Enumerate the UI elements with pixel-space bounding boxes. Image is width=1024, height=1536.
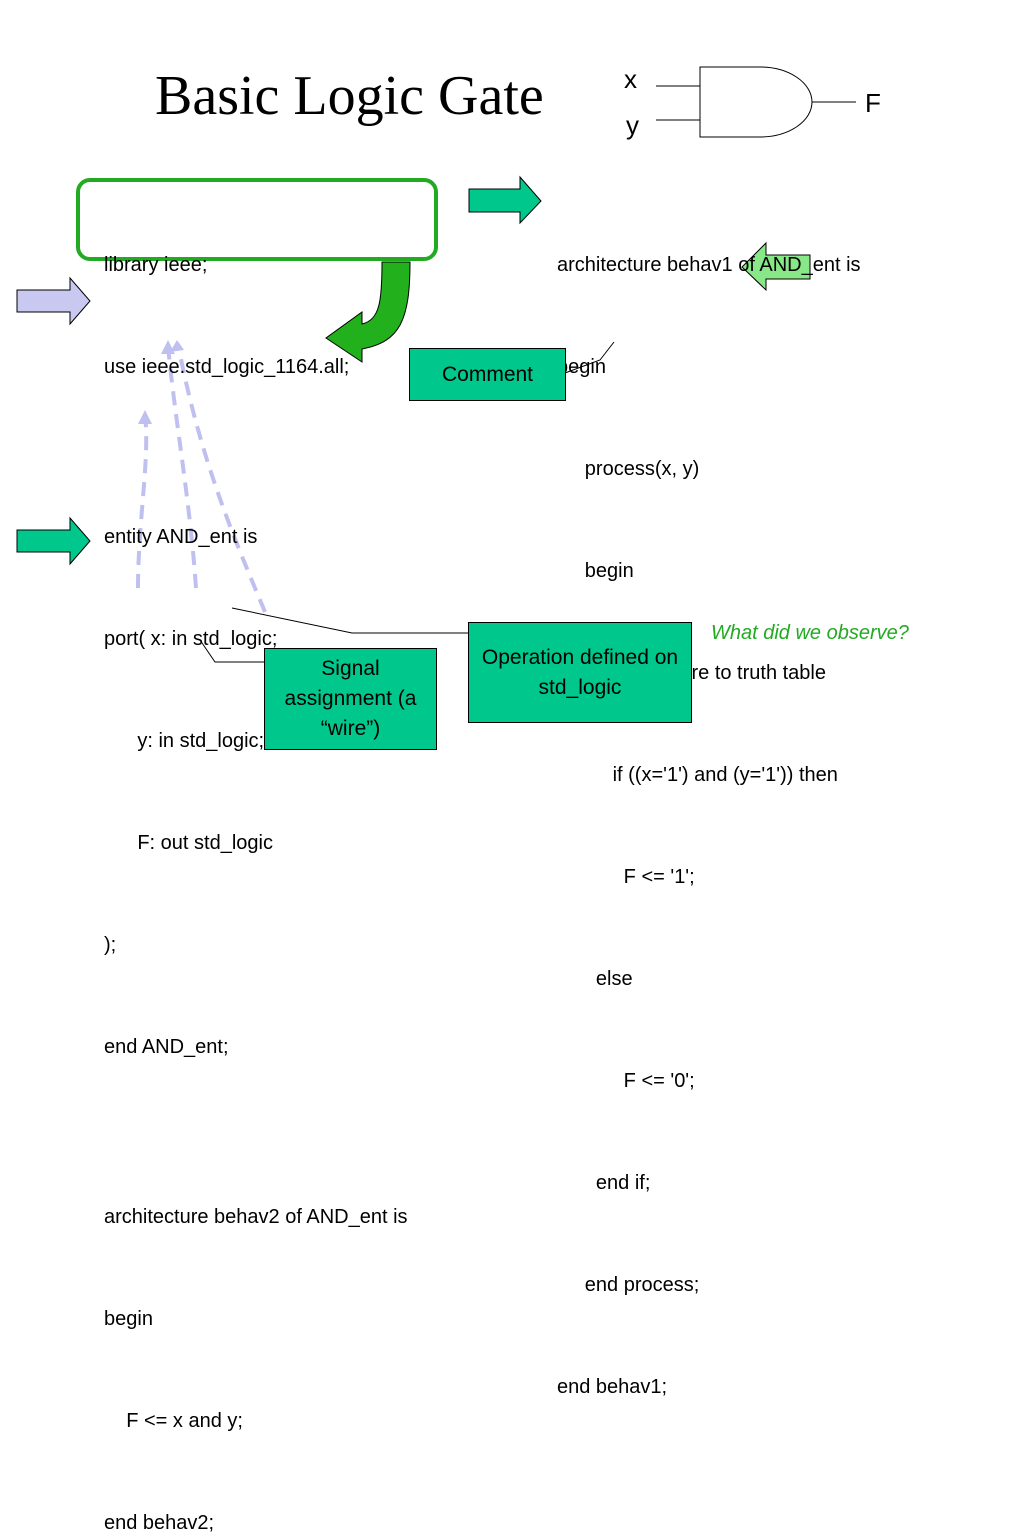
- code-line: begin: [104, 1308, 153, 1330]
- code-line: y: in std_logic;: [104, 730, 265, 752]
- and-gate-symbol: [656, 66, 856, 138]
- code-line: use ieee.std_logic_1164.all;: [104, 356, 350, 378]
- code-line: F <= '1';: [557, 866, 695, 888]
- code-line: F: out std_logic: [104, 832, 273, 854]
- arrow-right-behav2-icon: [16, 516, 91, 566]
- observation-note: What did we observe?: [711, 622, 909, 644]
- slide-graphics: [16, 66, 856, 663]
- operation-callout: Operation defined on std_logic: [468, 622, 692, 723]
- arrow-left-process-icon: [741, 241, 811, 292]
- right-code-block: architecture behav1 of AND_ent is begin …: [557, 180, 861, 1438]
- code-line: begin: [557, 356, 606, 378]
- signal-leader-line: [199, 639, 265, 663]
- code-line: end behav1;: [557, 1376, 668, 1398]
- code-line: library ieee;: [104, 254, 208, 276]
- code-line: end if;: [557, 1172, 651, 1194]
- code-line: end AND_ent;: [104, 1036, 229, 1058]
- slide-title: Basic Logic Gate: [155, 65, 544, 127]
- code-line: architecture behav2 of AND_ent is: [104, 1206, 408, 1228]
- comment-callout: Comment: [409, 348, 566, 401]
- code-line: process(x, y): [557, 458, 700, 480]
- code-line: if ((x='1') and (y='1')) then: [557, 764, 838, 786]
- code-line: else: [557, 968, 633, 990]
- curved-arrow-icon: [325, 261, 411, 363]
- gate-input-x-label: x: [624, 64, 637, 94]
- code-line: F <= x and y;: [104, 1410, 243, 1432]
- code-line: architecture behav1 of AND_ent is: [557, 254, 861, 276]
- code-line: end process;: [557, 1274, 700, 1296]
- dashed-arrowheads: [138, 340, 184, 424]
- comment-leader-line: [564, 341, 615, 374]
- library-highlight-box: [76, 178, 438, 261]
- code-line: F <= '0';: [557, 1070, 695, 1092]
- code-line: begin: [557, 560, 634, 582]
- dashed-arrows: [136, 343, 267, 613]
- code-line: end behav2;: [104, 1512, 215, 1534]
- left-code-block: library ieee; use ieee.std_logic_1164.al…: [104, 180, 408, 1536]
- code-line: port( x: in std_logic;: [104, 628, 278, 650]
- gate-output-label: F: [865, 88, 881, 118]
- code-line: entity AND_ent is: [104, 526, 258, 548]
- arrow-right-behav1-icon: [468, 175, 542, 225]
- code-line: );: [104, 934, 117, 956]
- signal-assignment-callout: Signal assignment (a “wire”): [264, 648, 437, 750]
- arrow-right-entity-icon: [16, 276, 91, 326]
- gate-input-y-label: y: [626, 110, 639, 140]
- operation-leader-line: [231, 607, 468, 634]
